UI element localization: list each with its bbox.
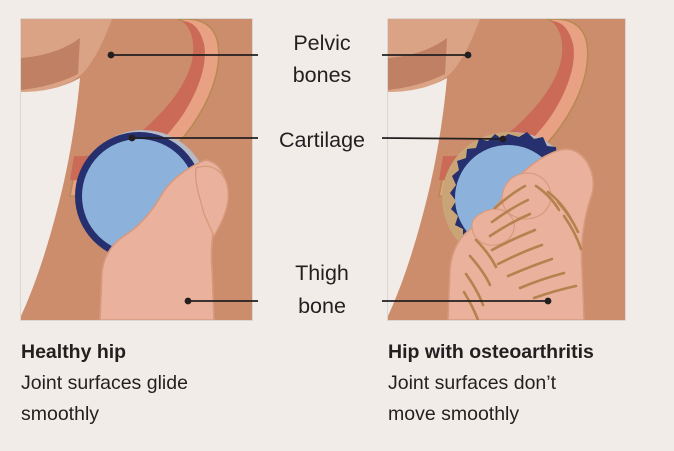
soft-tissue-cutout (21, 78, 80, 316)
osteophyte-spur-lower (471, 208, 515, 246)
healthy-hip-illustration (21, 19, 252, 320)
center-label-thigh-bone: Thigh bone (295, 261, 349, 318)
soft-tissue-shadow (21, 38, 80, 90)
leader-dot-pelvic-left (107, 51, 115, 59)
leader-dot-pelvic-right (464, 51, 472, 59)
panel-healthy-hip (20, 18, 258, 321)
caption-healthy-hip: Healthy hip Joint surfaces glide smoothl… (21, 341, 188, 425)
healthy-hip-caption-title: Healthy hip (21, 341, 126, 363)
cartilage-label: Cartilage (279, 128, 365, 152)
leader-dot-cartilage-right (499, 135, 507, 143)
trabecular-striations (462, 184, 583, 320)
soft-tissue-shadow-right (388, 38, 447, 90)
soft-tissue-lower-right (388, 216, 429, 320)
leader-dot-cartilage-left (128, 134, 136, 142)
soft-tissue-lower (21, 216, 62, 320)
healthy-hip-caption-line1: Joint surfaces glide (21, 372, 188, 394)
greater-trochanter (194, 165, 229, 238)
pelvic-bones-label-line1: Pelvic (293, 31, 351, 55)
caption-osteoarthritis-hip: Hip with osteoarthritis Joint surfaces d… (388, 341, 594, 425)
thigh-bone-label-line2: bone (298, 294, 346, 318)
leader-dot-thigh-left (184, 297, 192, 305)
panel-osteoarthritis-hip (381, 18, 626, 321)
osteoarthritis-hip-caption-line2: move smoothly (388, 403, 519, 425)
osteoarthritis-hip-illustration (388, 19, 625, 320)
healthy-hip-caption-line2: smoothly (21, 403, 99, 425)
leader-line-cartilage-right (381, 137, 504, 140)
osteoarthritis-hip-caption-line1: Joint surfaces don’t (388, 372, 557, 394)
osteoarthritis-hip-leader-lines (381, 51, 552, 305)
osteoarthritis-hip-caption-title: Hip with osteoarthritis (388, 341, 594, 363)
healthy-hip-leader-lines (107, 51, 258, 305)
center-label-pelvic-bones: Pelvic bones (293, 31, 352, 87)
thigh-bone-label-line1: Thigh (295, 261, 349, 285)
leader-dot-thigh-right (544, 297, 552, 305)
pelvic-bones-label-line2: bones (293, 63, 352, 87)
